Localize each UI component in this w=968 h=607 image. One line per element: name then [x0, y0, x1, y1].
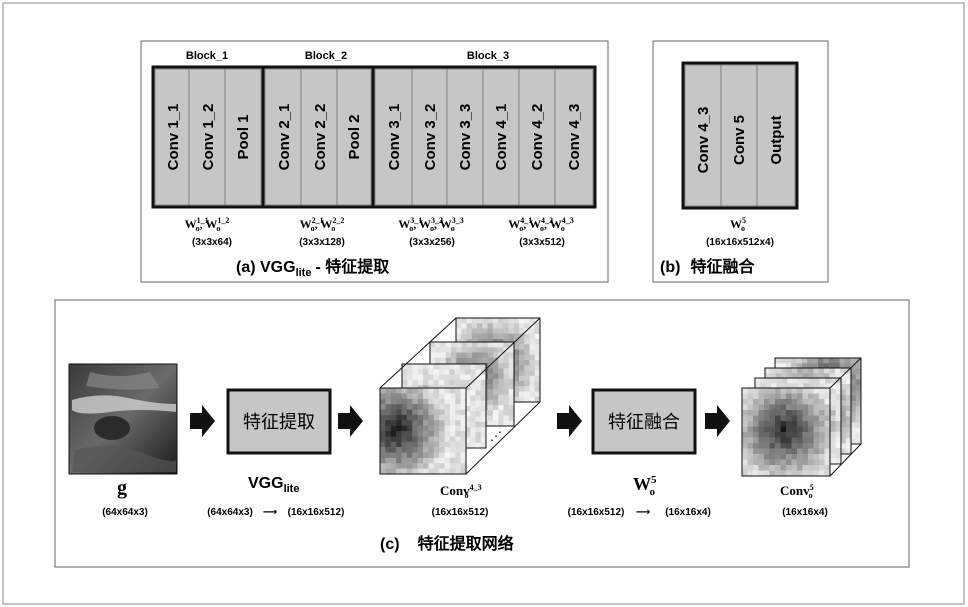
feature-shape: (16x16x512)	[432, 507, 489, 518]
input-image	[69, 364, 177, 474]
input-symbol: g	[117, 477, 127, 499]
feature-map	[380, 388, 466, 474]
ellipsis-icon: ⋰	[490, 429, 502, 443]
layer-conv4-3-fusion-label: Conv 4_3	[695, 107, 712, 174]
arrow-right-icon: ⟶	[263, 507, 277, 518]
block-3-title: Block_3	[467, 50, 509, 62]
panel-a: Block_1 Block_2 Block_3 Conv 1_1 Conv 1_…	[141, 41, 608, 282]
extract-box-label: 特征提取	[243, 412, 315, 433]
layer-pool2-label: Pool 2	[346, 114, 363, 159]
output-label: Conv5o	[780, 483, 814, 500]
layer-conv5-label: Conv 5	[731, 115, 748, 165]
layer-conv3-1-label: Conv 3_1	[386, 104, 403, 171]
shape-block3-conv4: (3x3x512)	[519, 237, 565, 248]
layer-pool1-label: Pool 1	[235, 114, 252, 159]
block-2-title: Block_2	[305, 50, 347, 62]
layer-conv3-3-label: Conv 3_3	[457, 104, 474, 171]
fusion-shape-in: (16x16x512)	[568, 507, 625, 518]
layer-conv1-1-label: Conv 1_1	[165, 104, 182, 171]
panel-c: g (64x64x3) 特征提取 VGGlite (64x64x3) ⟶ (16…	[55, 300, 909, 567]
weight-label-block3-conv4: W4_1o, W4_2o, W4_3o	[508, 216, 574, 233]
layer-conv1-2-label: Conv 1_2	[200, 104, 217, 171]
input-shape: (64x64x3)	[102, 507, 148, 518]
layer-conv2-1-label: Conv 2_1	[276, 104, 293, 171]
shape-block2: (3x3x128)	[299, 237, 345, 248]
shape-block1: (3x3x64)	[192, 237, 232, 248]
fusion-shape-out: (16x16x4)	[665, 507, 711, 518]
layer-output-label: Output	[768, 115, 785, 164]
block-1-title: Block_1	[186, 50, 228, 62]
block-2: Conv 2_1 Conv 2_2 Pool 2	[263, 67, 373, 207]
layer-conv4-2-label: Conv 4_2	[529, 104, 546, 171]
shape-block3-conv3: (3x3x256)	[409, 237, 455, 248]
panel-b: Conv 4_3 Conv 5 Output W5o (16x16x512x4)…	[653, 41, 828, 282]
arrow-right-icon: ⟶	[636, 507, 650, 518]
output-shape: (16x16x4)	[782, 507, 828, 518]
layer-conv2-2-label: Conv 2_2	[312, 104, 329, 171]
panel-b-caption: (b)特征融合	[660, 257, 755, 276]
layer-conv3-2-label: Conv 3_2	[422, 104, 439, 171]
layer-conv4-1-label: Conv 4_1	[493, 104, 510, 171]
panel-b-shape: (16x16x512x4)	[706, 237, 774, 248]
extract-shape-in: (64x64x3)	[207, 507, 253, 518]
fusion-box-label: 特征融合	[608, 412, 680, 433]
panel-b-weight-label: W5o	[730, 216, 746, 233]
extract-shape-out: (16x16x512)	[288, 507, 345, 518]
block-1: Conv 1_1 Conv 1_2 Pool 1	[153, 67, 263, 207]
layer-conv4-3-label: Conv 4_3	[566, 104, 583, 171]
weight-label-block3-conv3: W3_1o, W3_2o, W3_3o	[398, 216, 464, 233]
block-3: Conv 3_1 Conv 3_2 Conv 3_3 Conv 4_1 Conv…	[373, 67, 595, 207]
feature-map	[742, 388, 830, 476]
